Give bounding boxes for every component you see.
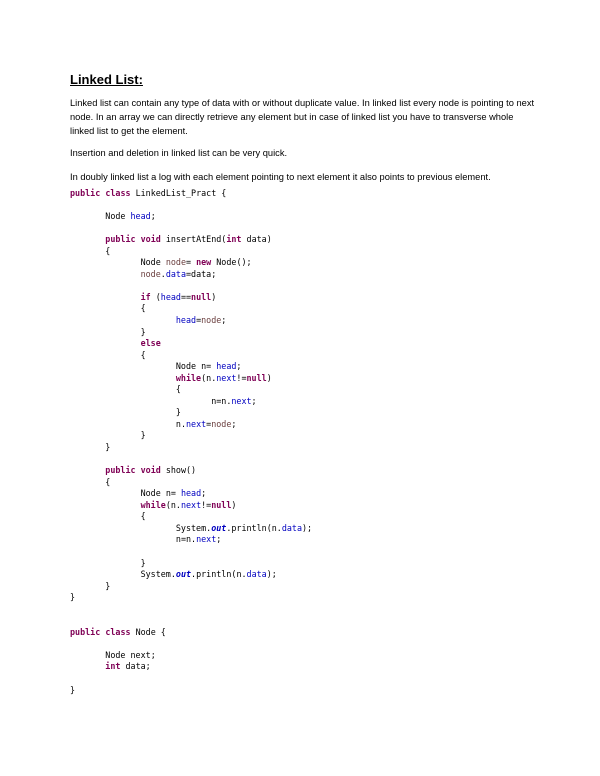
code-line [70,673,312,685]
code-line: } [70,557,146,568]
code-line: node.data=data; [140,268,217,279]
page-title: Linked List: [70,72,143,87]
code-line: { [70,476,111,487]
code-line: } [70,684,76,695]
code-line: { [70,511,146,522]
code-line: public void show() [105,465,197,476]
code-line [70,200,312,212]
code-line: public class Node { [70,626,166,637]
code-line [70,615,312,627]
code-line: while(n.next!=null) [175,372,272,383]
paragraph-insertion: Insertion and deletion in linked list ca… [70,148,288,158]
code-line: public void insertAtEnd(int data) [105,234,272,245]
code-line: Node n= head; [140,488,207,499]
code-line [70,546,312,558]
code-line: n.next=node; [175,418,237,429]
code-line: n=n.next; [211,395,257,406]
paragraph-doubly-linked: In doubly linked list a log with each el… [70,172,491,182]
code-line: Node node= new Node(); [140,257,252,268]
code-line: { [70,349,146,360]
code-line: } [70,442,111,453]
code-line: Node head; [105,211,156,222]
paragraph-intro: Linked list can contain any type of data… [70,98,535,136]
code-line: head=node; [175,315,227,326]
code-line: public class LinkedList_Pract { [70,188,227,198]
code-line: { [70,245,111,256]
code-line: { [70,384,181,395]
code-line: int data; [105,661,151,672]
code-line: if (head==null) [140,291,217,302]
code-line: } [70,580,111,591]
code-block: public class LinkedList_Pract { Node hea… [70,188,312,696]
code-line: System.out.println(n.data); [140,569,277,580]
code-line: System.out.println(n.data); [175,522,313,533]
code-line: else [140,338,161,349]
code-line: } [70,430,146,441]
code-line [70,454,312,466]
code-line: } [70,407,181,418]
code-line: Node n= head; [175,361,242,372]
code-line [70,638,312,650]
code-line: Node next; [105,649,156,660]
code-line [70,280,312,292]
code-line: } [70,592,76,603]
code-line: { [70,303,146,314]
code-line: n=n.next; [175,534,222,545]
code-line: while(n.next!=null) [140,499,237,510]
code-line: } [70,326,146,337]
code-line [70,604,312,616]
code-line [70,223,312,235]
